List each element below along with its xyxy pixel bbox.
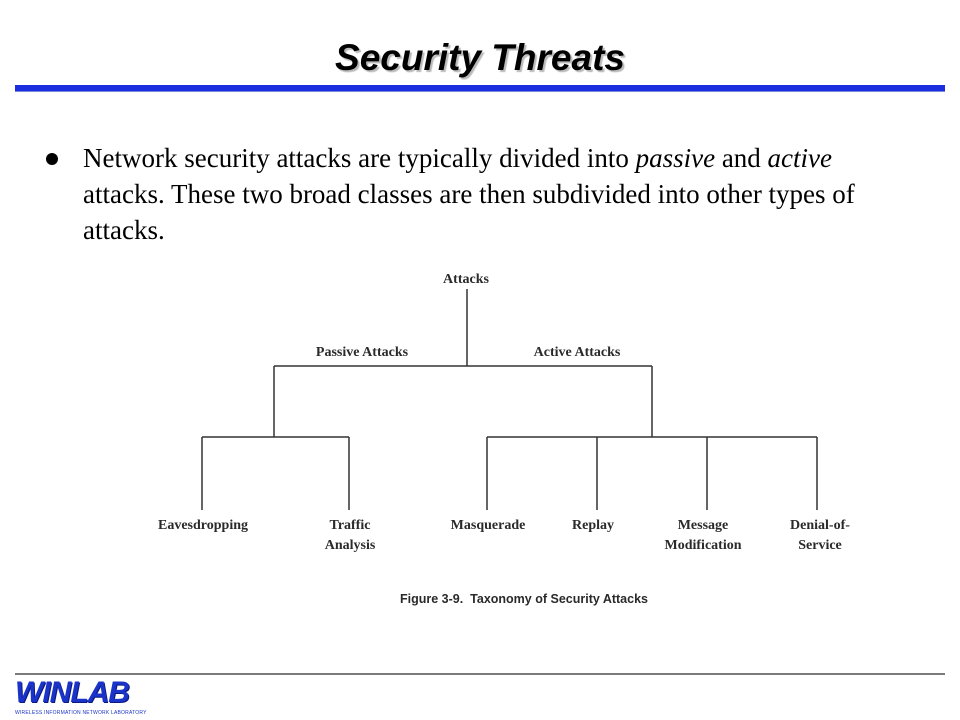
figure-caption: Figure 3-9. Taxonomy of Security Attacks: [400, 592, 648, 606]
bullet-text-part1: Network security attacks are typically d…: [83, 143, 636, 173]
title-underline: [15, 85, 945, 92]
bullet-point-icon: [46, 153, 58, 165]
node-dos-line1: Denial-of-: [790, 518, 850, 533]
node-passive-attacks: Passive Attacks: [316, 345, 409, 360]
logo-wordmark: WINLAB: [15, 676, 130, 709]
node-eavesdropping: Eavesdropping: [158, 518, 248, 533]
bullet-text-emphasis-passive: passive: [635, 143, 716, 173]
winlab-logo: WINLAB WIRELESS INFORMATION NETWORK LABO…: [15, 676, 155, 717]
node-replay: Replay: [572, 518, 614, 533]
logo-subtext: WIRELESS INFORMATION NETWORK LABORATORY: [15, 710, 147, 716]
node-traffic-line2: Analysis: [325, 538, 376, 553]
bullet-text-part2: and: [715, 143, 768, 173]
node-attacks: Attacks: [443, 272, 489, 287]
node-traffic-line1: Traffic: [330, 518, 371, 533]
node-active-attacks: Active Attacks: [534, 345, 621, 360]
slide-title: Security Threats: [335, 37, 625, 78]
node-message-line2: Modification: [665, 538, 742, 553]
footer-divider: [15, 673, 945, 675]
bullet-text: Network security attacks are typically d…: [83, 140, 903, 248]
bullet-text-part3: attacks. These two broad classes are the…: [83, 179, 855, 245]
bullet-text-emphasis-active: active: [767, 143, 833, 173]
node-dos-line2: Service: [798, 538, 842, 553]
node-message-line1: Message: [678, 518, 729, 533]
node-masquerade: Masquerade: [451, 518, 526, 533]
